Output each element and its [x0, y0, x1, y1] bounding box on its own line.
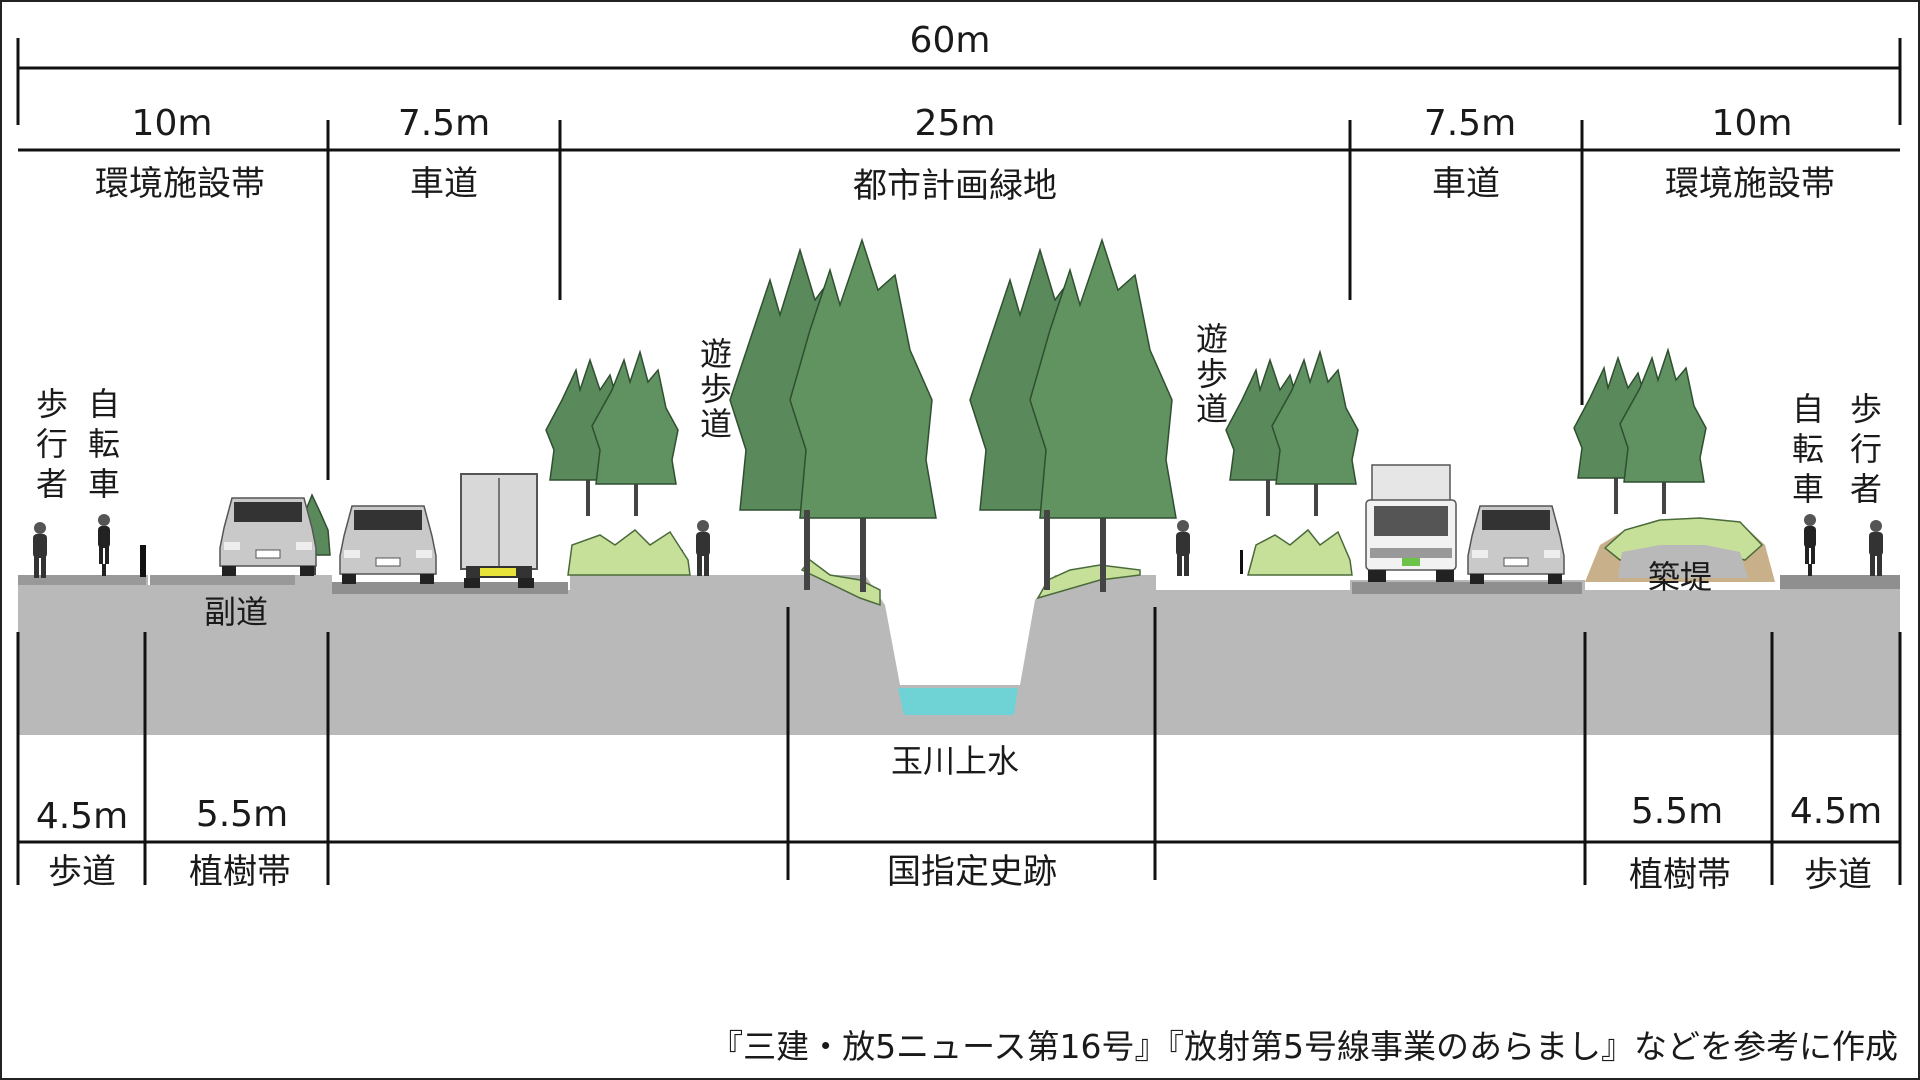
canal-label: 玉川上水: [891, 742, 1019, 780]
right-planting-width: 5.5m: [1631, 791, 1723, 832]
promenade-label-right: 遊 歩 道: [1196, 320, 1228, 428]
total-width-label: 60m: [910, 20, 991, 61]
ground-profile: [18, 545, 1900, 735]
section-width-1: 10m: [132, 103, 213, 144]
svg-text:遊: 遊: [700, 335, 732, 373]
section-name-2: 車道: [410, 164, 478, 204]
promenade-label-left: 遊 歩 道: [700, 335, 732, 443]
left-planting-width: 5.5m: [196, 794, 288, 835]
svg-text:車: 車: [88, 465, 120, 503]
svg-text:歩: 歩: [1196, 355, 1228, 393]
right-sidewalk-name: 歩道: [1804, 855, 1872, 895]
svg-text:歩: 歩: [36, 385, 68, 423]
side-road-label: 副道: [204, 593, 268, 631]
svg-text:道: 道: [700, 405, 732, 443]
left-sidewalk-width: 4.5m: [36, 796, 128, 837]
section-name-3: 都市計画緑地: [853, 166, 1057, 206]
section-name-5: 環境施設帯: [1665, 164, 1835, 204]
section-width-5: 10m: [1712, 103, 1793, 144]
svg-text:転: 転: [1792, 430, 1824, 468]
pedestrian-label-left: 歩 行 者: [36, 385, 68, 503]
section-width-3: 25m: [915, 103, 996, 144]
embankment-label: 築堤: [1648, 558, 1712, 596]
svg-text:者: 者: [36, 465, 68, 503]
svg-text:自: 自: [1792, 390, 1824, 428]
historic-site-name: 国指定史跡: [887, 852, 1057, 892]
right-sidewalk-width: 4.5m: [1790, 791, 1882, 832]
svg-text:車: 車: [1792, 470, 1824, 508]
right-planting-name: 植樹帯: [1629, 855, 1731, 895]
section-name-1: 環境施設帯: [95, 164, 265, 204]
pedestrian-label-right: 歩 行 者: [1850, 390, 1882, 508]
svg-text:自: 自: [88, 385, 120, 423]
section-name-4: 車道: [1432, 164, 1500, 204]
svg-text:道: 道: [1196, 390, 1228, 428]
svg-text:転: 転: [88, 425, 120, 463]
svg-text:行: 行: [36, 425, 68, 463]
svg-text:歩: 歩: [1850, 390, 1882, 428]
svg-text:行: 行: [1850, 430, 1882, 468]
left-planting-name: 植樹帯: [189, 852, 291, 892]
section-width-2: 7.5m: [398, 103, 490, 144]
svg-text:者: 者: [1850, 470, 1882, 508]
bicycle-label-right: 自 転 車: [1792, 390, 1824, 508]
section-width-4: 7.5m: [1424, 103, 1516, 144]
svg-text:歩: 歩: [700, 370, 732, 408]
svg-text:遊: 遊: [1196, 320, 1228, 358]
left-sidewalk-name: 歩道: [48, 852, 116, 892]
source-note: 『三建・放5ニュース第16号』『放射第5号線事業のあらまし』などを参考に作成: [710, 1027, 1898, 1066]
bicycle-label-left: 自 転 車: [88, 385, 120, 503]
